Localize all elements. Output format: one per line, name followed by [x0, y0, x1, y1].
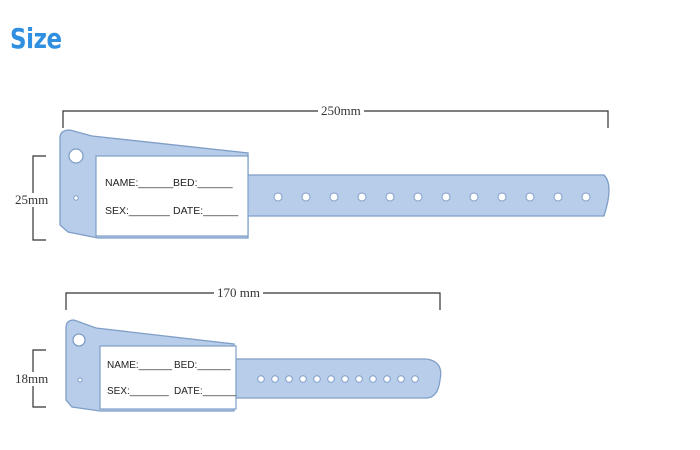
- date-field-large: DATE:______: [173, 205, 239, 217]
- sex-field-large: SEX:_______: [105, 205, 170, 217]
- name-field-small: NAME:______: [107, 360, 173, 371]
- wristband-small: [32, 292, 442, 412]
- label-panel-large: [95, 155, 249, 237]
- adjustment-holes-large: [273, 192, 591, 202]
- label-panel-small: [99, 345, 237, 410]
- width-label-small: 18mm: [14, 371, 50, 386]
- adjustment-holes-small: [257, 375, 419, 383]
- bed-field-small: BED:______: [174, 360, 231, 371]
- wristband-large: [32, 110, 610, 241]
- length-label-small: 170 mm: [214, 286, 263, 300]
- clasp-hole-large: [68, 148, 84, 164]
- sex-field-small: SEX:_______: [107, 386, 169, 397]
- page-title: Size: [10, 22, 62, 55]
- name-field-large: NAME:______: [105, 177, 174, 189]
- length-label-large: 250mm: [318, 104, 364, 118]
- bed-field-large: BED:______: [173, 177, 233, 189]
- width-label-large: 25mm: [14, 192, 50, 207]
- rivet-dot-small: [77, 377, 83, 383]
- clasp-hole-small: [72, 333, 86, 347]
- date-field-small: DATE:______: [174, 386, 237, 397]
- rivet-dot-large: [73, 195, 79, 201]
